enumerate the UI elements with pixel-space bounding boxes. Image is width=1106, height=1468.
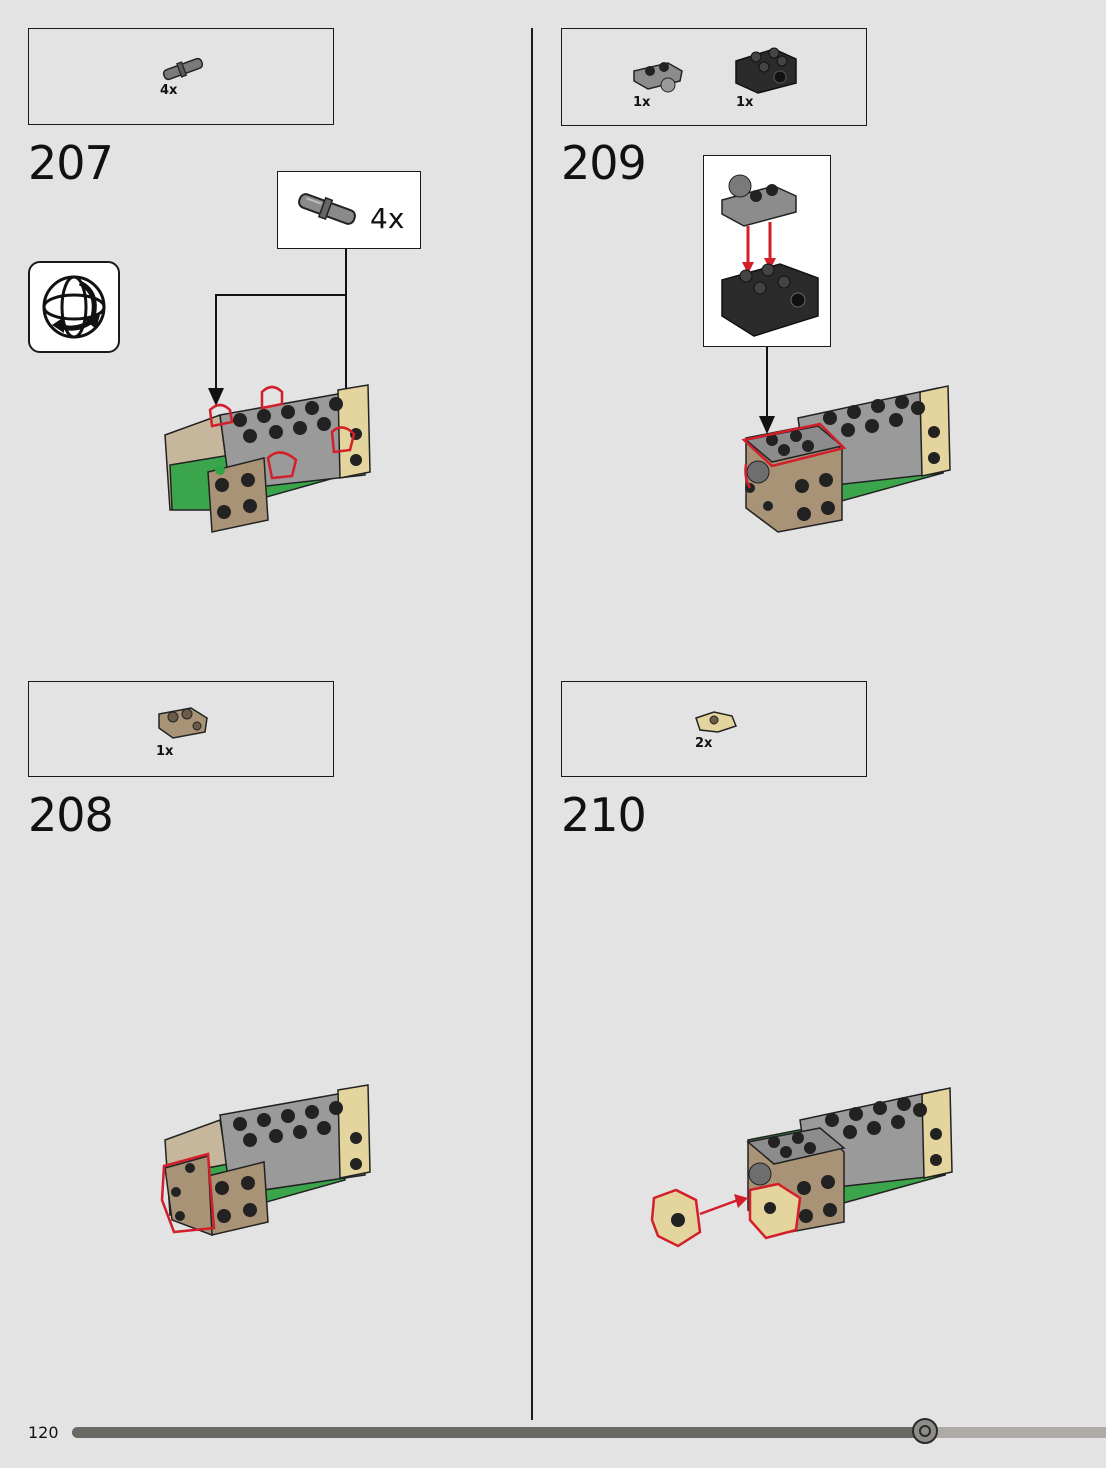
- step-number-207: 207: [28, 136, 114, 190]
- tan-clip-icon: [695, 711, 737, 733]
- connector-pin-icon: [298, 193, 356, 225]
- part-qty: 1x: [633, 95, 651, 110]
- callout-qty: 4x: [370, 202, 405, 235]
- part-qty: 1x: [736, 95, 754, 110]
- gray-plate-with-ball-icon: [633, 62, 683, 93]
- connector-pin-icon: [162, 57, 204, 81]
- part-qty: 1x: [156, 744, 174, 759]
- callout-207: 4x: [277, 171, 421, 249]
- progress-fill: [72, 1427, 925, 1438]
- progress-bar: [72, 1418, 1106, 1444]
- model-step-207: [164, 384, 371, 533]
- model-step-209: [741, 385, 951, 533]
- rotate-model-icon: [28, 261, 120, 353]
- parts-list-208: 1x: [28, 681, 334, 777]
- black-technic-brick-icon: [735, 47, 797, 94]
- page-divider: [531, 28, 533, 1420]
- progress-knob-icon: [911, 1418, 938, 1444]
- part-qty: 4x: [160, 83, 178, 98]
- model-step-210: [650, 1087, 953, 1248]
- page-number: 120: [28, 1423, 59, 1442]
- parts-list-207: 4x: [28, 28, 334, 125]
- step-number-209: 209: [561, 136, 647, 190]
- callout-209: [703, 155, 831, 347]
- step-number-208: 208: [28, 788, 114, 842]
- model-step-208: [160, 1084, 371, 1237]
- tan-bracket-icon: [158, 707, 208, 739]
- parts-list-209: 1x 1x: [561, 28, 867, 126]
- part-qty: 2x: [695, 736, 713, 751]
- parts-list-210: 2x: [561, 681, 867, 777]
- step-number-210: 210: [561, 788, 647, 842]
- subassembly-209: [721, 174, 819, 337]
